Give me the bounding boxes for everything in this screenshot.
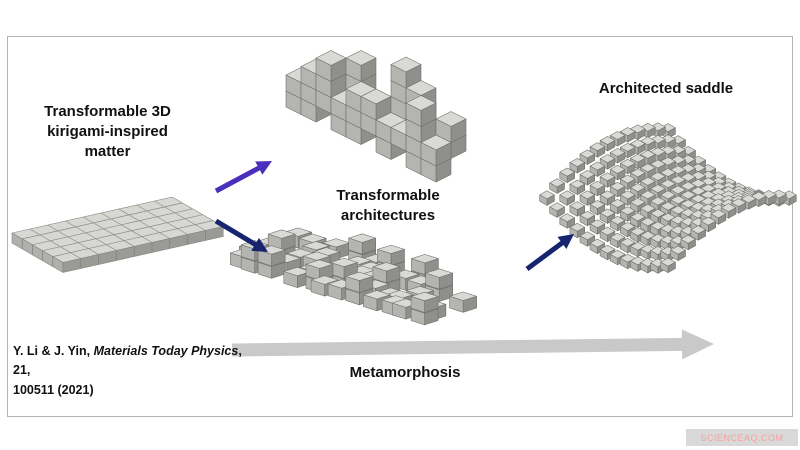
metamorphosis-arrow [231, 329, 714, 360]
transformed-architecture-graphic [285, 50, 467, 183]
citation-authors: Y. Li & J. Yin, [13, 344, 94, 358]
arrow-to-bottom-architecture [214, 218, 268, 252]
left-structure-label: Transformable 3D kirigami-inspired matte… [15, 102, 200, 162]
scattered-cubes-graphic [230, 227, 477, 326]
figure-border [7, 36, 793, 417]
center-structure-label-line1: Transformable [336, 187, 440, 204]
metamorphosis-label: Metamorphosis [349, 364, 461, 381]
citation: Y. Li & J. Yin, Materials Today Physics,… [13, 342, 251, 400]
citation-journal: Materials Today Physics [93, 344, 239, 358]
citation-issue: , 21, [13, 344, 242, 378]
right-structure-label: Architected saddle [598, 80, 734, 97]
arrow-to-top-architecture [214, 161, 272, 194]
left-structure-label-line3: matter [84, 143, 131, 160]
left-structure-label-line2: kirigami-inspired [47, 123, 168, 140]
left-structure-label-line1: Transformable 3D [44, 103, 171, 120]
saddle-graphic [539, 122, 797, 274]
arrow-to-saddle [525, 234, 574, 271]
kirigami-sheet-graphic [11, 196, 224, 273]
center-structure-label: Transformable architectures [288, 186, 488, 226]
center-structure-label-line2: architectures [340, 207, 436, 224]
watermark: SCIENCEAQ.COM [686, 429, 798, 446]
citation-line2: 100511 (2021) [13, 382, 94, 397]
